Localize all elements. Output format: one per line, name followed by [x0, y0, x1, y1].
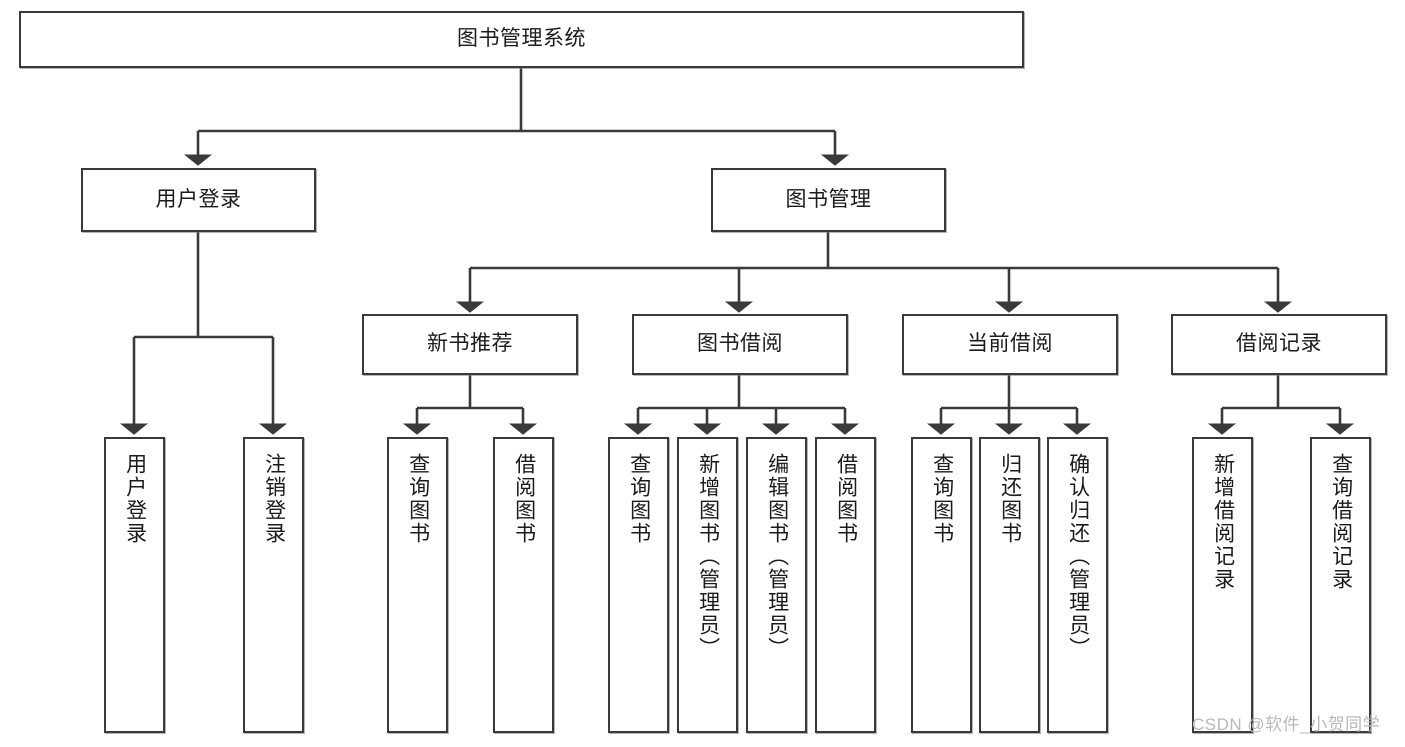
node-leaf-query-borrow-record[interactable]: 查询借阅记录 — [1310, 437, 1371, 733]
node-new-book-recommend[interactable]: 新书推荐 — [362, 314, 578, 375]
node-label: 查询图书 — [627, 453, 651, 545]
node-label: 当前借阅 — [967, 332, 1053, 356]
node-label: 查询借阅记录 — [1329, 453, 1353, 591]
node-leaf-query-book-current[interactable]: 查询图书 — [911, 437, 972, 733]
node-label: 新书推荐 — [427, 332, 513, 356]
node-label: 注销登录 — [262, 453, 286, 545]
node-leaf-borrow-book-recommend[interactable]: 借阅图书 — [493, 437, 554, 733]
node-root-book-management-system[interactable]: 图书管理系统 — [19, 11, 1024, 68]
node-label: 确认归还（管理员） — [1066, 453, 1090, 660]
node-label: 图书管理 — [785, 187, 872, 211]
node-leaf-query-book-borrow[interactable]: 查询图书 — [608, 437, 669, 733]
node-user-login[interactable]: 用户登录 — [81, 168, 316, 232]
node-leaf-logout[interactable]: 注销登录 — [243, 437, 304, 733]
node-leaf-confirm-return-admin[interactable]: 确认归还（管理员） — [1047, 437, 1108, 733]
node-leaf-user-login[interactable]: 用户登录 — [104, 437, 165, 733]
node-label: 编辑图书（管理员） — [765, 453, 789, 660]
node-label: 新增图书（管理员） — [696, 453, 720, 660]
node-label: 用户登录 — [123, 453, 147, 545]
node-label: 借阅图书 — [834, 453, 858, 545]
node-label: 图书借阅 — [697, 332, 783, 356]
node-borrow-record[interactable]: 借阅记录 — [1171, 314, 1387, 375]
node-label: 用户登录 — [155, 187, 242, 211]
node-book-borrow[interactable]: 图书借阅 — [632, 314, 848, 375]
node-leaf-borrow-book[interactable]: 借阅图书 — [815, 437, 876, 733]
node-leaf-add-book-admin[interactable]: 新增图书（管理员） — [677, 437, 738, 733]
node-label: 新增借阅记录 — [1211, 453, 1235, 591]
node-label: 查询图书 — [406, 453, 430, 545]
node-leaf-edit-book-admin[interactable]: 编辑图书（管理员） — [746, 437, 807, 733]
node-label: 图书管理系统 — [457, 27, 586, 51]
node-leaf-return-book[interactable]: 归还图书 — [979, 437, 1040, 733]
node-label: 借阅图书 — [512, 453, 536, 545]
node-current-borrow[interactable]: 当前借阅 — [902, 314, 1118, 375]
node-label: 归还图书 — [998, 453, 1022, 545]
node-leaf-add-borrow-record[interactable]: 新增借阅记录 — [1192, 437, 1253, 733]
node-label: 借阅记录 — [1236, 332, 1322, 356]
node-label: 查询图书 — [930, 453, 954, 545]
node-leaf-query-book-recommend[interactable]: 查询图书 — [387, 437, 448, 733]
node-book-management[interactable]: 图书管理 — [711, 168, 946, 232]
watermark-text: CSDN @软件_小贺同学 — [1192, 715, 1381, 734]
